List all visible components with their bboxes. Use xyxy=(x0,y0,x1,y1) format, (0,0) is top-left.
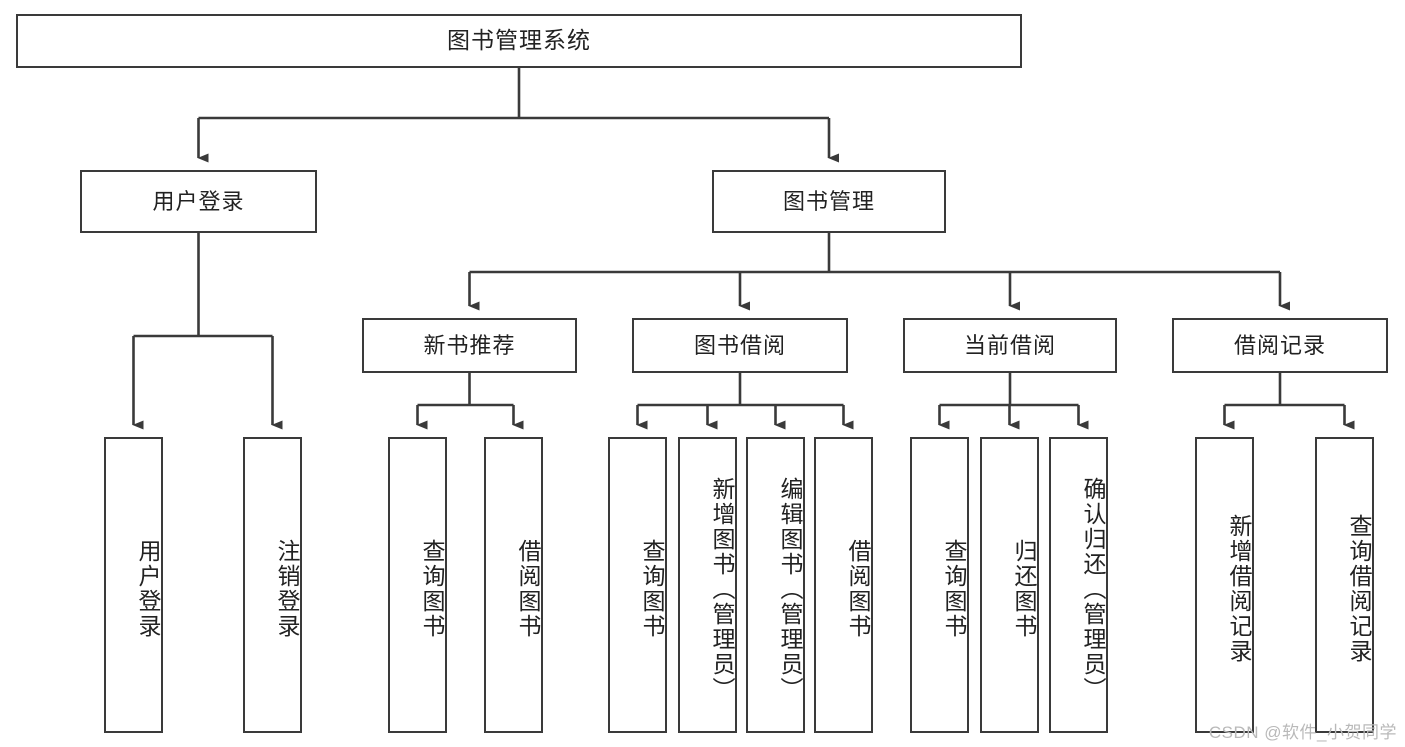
node-current-borrow[interactable]: 当前借阅 xyxy=(903,318,1117,373)
node-user-login[interactable]: 用户登录 xyxy=(80,170,317,233)
node-label: 查询图书 xyxy=(941,539,967,639)
node-borrow-record[interactable]: 借阅记录 xyxy=(1172,318,1388,373)
node-label: 图书管理系统 xyxy=(447,27,591,54)
watermark-label: CSDN @软件_小贺同学 xyxy=(1208,723,1397,742)
node-label: 查询图书 xyxy=(419,539,445,639)
node-leaf-logout[interactable]: 注销登录 xyxy=(243,437,302,733)
node-leaf-add-record[interactable]: 新增借阅记录 xyxy=(1195,437,1254,733)
node-leaf-return-book[interactable]: 归还图书 xyxy=(980,437,1039,733)
node-label: 图书管理 xyxy=(782,188,875,214)
node-leaf-confirm-return[interactable]: 确认归还（管理员） xyxy=(1049,437,1108,733)
node-label: 图书借阅 xyxy=(693,332,786,358)
node-leaf-borrow-book-rec[interactable]: 借阅图书 xyxy=(484,437,543,733)
node-leaf-borrow-book[interactable]: 借阅图书 xyxy=(814,437,873,733)
node-label: 借阅图书 xyxy=(515,539,541,639)
node-label: 用户登录 xyxy=(135,539,161,639)
node-label: 查询借阅记录 xyxy=(1346,514,1372,664)
node-root[interactable]: 图书管理系统 xyxy=(16,14,1022,68)
node-leaf-query-book-cur[interactable]: 查询图书 xyxy=(910,437,969,733)
node-label: 新增借阅记录 xyxy=(1226,514,1252,664)
node-label: 确认归还（管理员） xyxy=(1080,476,1106,702)
node-label: 新增图书（管理员） xyxy=(709,476,735,702)
node-label: 新书推荐 xyxy=(423,332,516,358)
node-new-book-rec[interactable]: 新书推荐 xyxy=(362,318,577,373)
node-label: 编辑图书（管理员） xyxy=(777,476,803,702)
node-label: 归还图书 xyxy=(1011,539,1037,639)
node-leaf-query-record[interactable]: 查询借阅记录 xyxy=(1315,437,1374,733)
node-leaf-edit-book[interactable]: 编辑图书（管理员） xyxy=(746,437,805,733)
node-label: 查询图书 xyxy=(639,539,665,639)
node-label: 当前借阅 xyxy=(963,332,1056,358)
node-book-manage[interactable]: 图书管理 xyxy=(712,170,946,233)
node-leaf-user-login[interactable]: 用户登录 xyxy=(104,437,163,733)
node-book-borrow[interactable]: 图书借阅 xyxy=(632,318,848,373)
node-leaf-query-book-borrow[interactable]: 查询图书 xyxy=(608,437,667,733)
node-label: 注销登录 xyxy=(274,539,300,639)
node-leaf-add-book[interactable]: 新增图书（管理员） xyxy=(678,437,737,733)
node-label: 借阅记录 xyxy=(1233,332,1326,358)
node-leaf-query-book-rec[interactable]: 查询图书 xyxy=(388,437,447,733)
node-label: 用户登录 xyxy=(152,188,245,214)
node-label: 借阅图书 xyxy=(845,539,871,639)
